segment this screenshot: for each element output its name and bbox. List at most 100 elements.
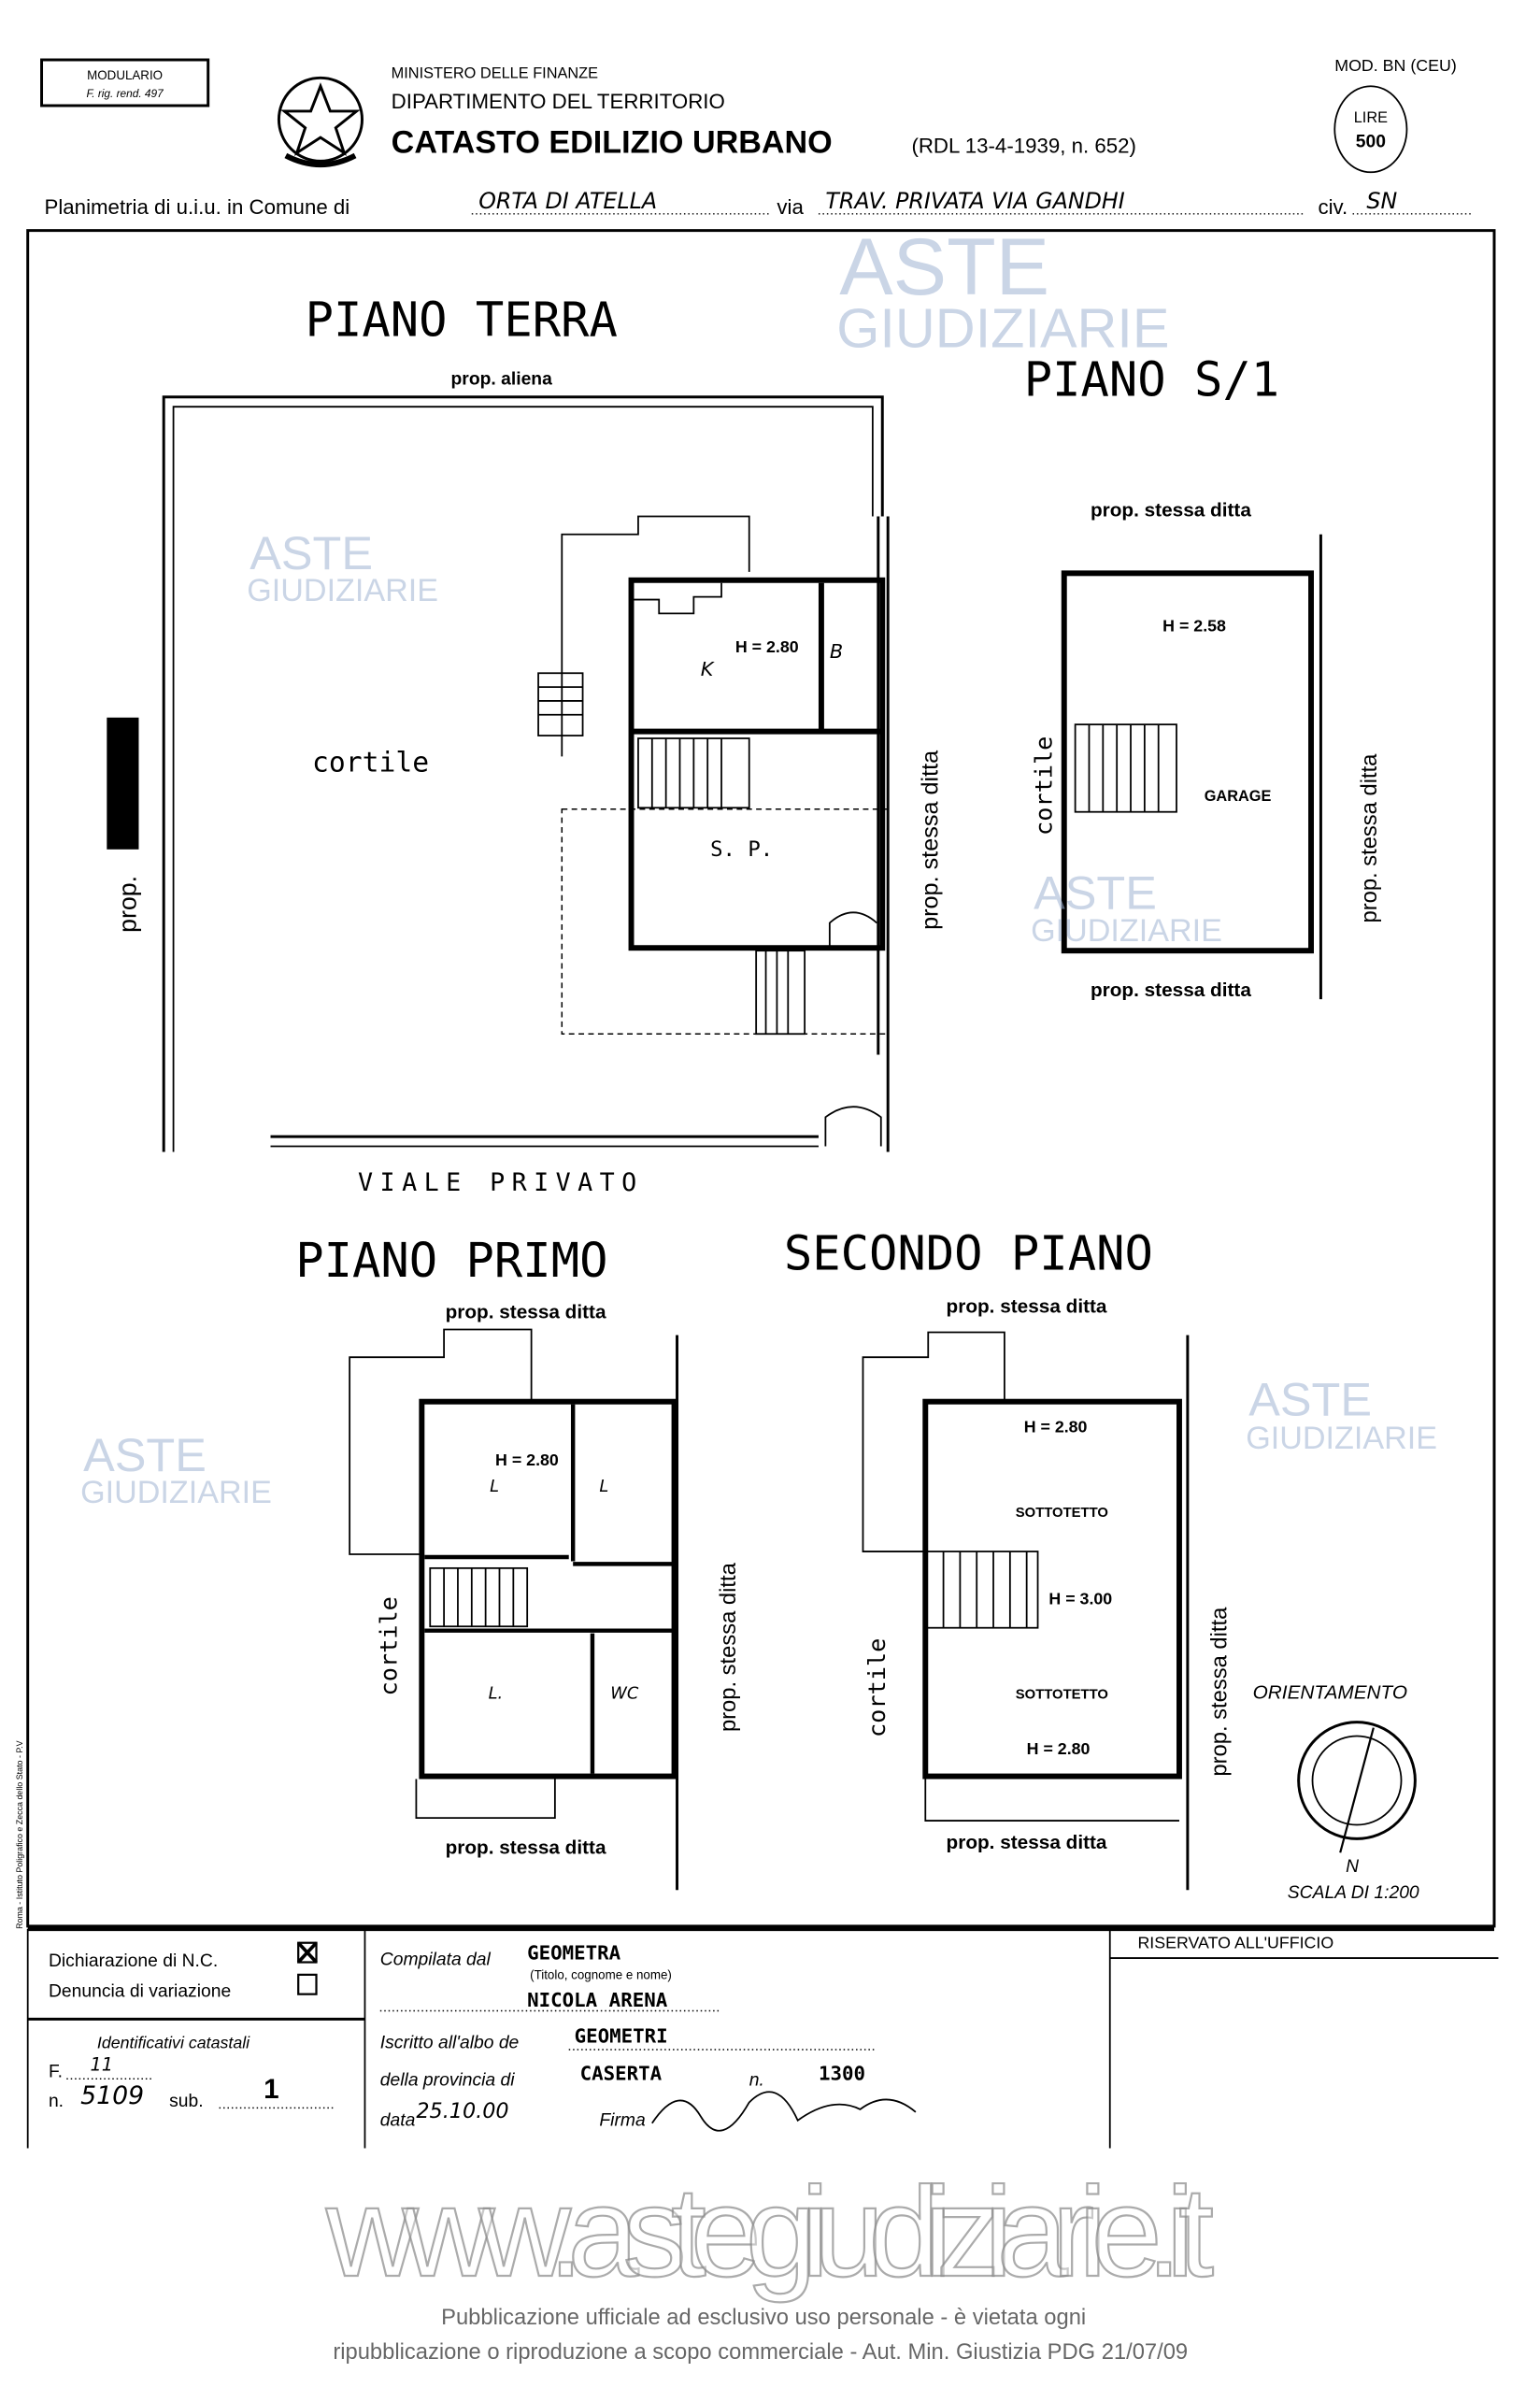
primo-left-label: cortile [376, 1596, 403, 1695]
s1-left-label: cortile [1030, 736, 1057, 836]
stair-icon [1074, 723, 1177, 813]
secondo-room-sottotetto-1: SOTTOTETTO [1016, 1506, 1108, 1521]
room-k: K [701, 658, 715, 680]
secondo-height-3: H = 2.80 [1027, 1739, 1091, 1758]
numero-value: 1300 [819, 2063, 865, 2085]
room-b: B [830, 640, 843, 663]
notice-line-1: Pubblicazione ufficiale ad esclusivo uso… [441, 2305, 1086, 2330]
watermark-giudiziarie-2: GIUDIZIARIE [247, 573, 438, 608]
watermark-aste-4: ASTE [1248, 1373, 1372, 1426]
signature [651, 2091, 917, 2132]
numero-label: n. [749, 2071, 764, 2091]
nome-value: NICOLA ARENA [527, 1989, 668, 2011]
label-cortile: cortile [312, 747, 429, 779]
secondo-room-sottotetto-2: SOTTOTETTO [1016, 1687, 1108, 1702]
watermark-aste-3: ASTE [1034, 866, 1157, 920]
n-value: 5109 [80, 2081, 144, 2110]
iscritto-label: Iscritto all'albo de [380, 2034, 520, 2053]
watermark-site: www.astegiudiziarie.it Pubblicazione uff… [324, 2159, 1215, 2365]
primo-room-l2: L [599, 1477, 608, 1496]
dichiarazione-checkbox[interactable] [296, 1941, 318, 1964]
watermark-giudiziarie-5: GIUDIZIARIE [80, 1475, 272, 1510]
fee-label: LIRE [1354, 109, 1388, 126]
civ-label: civ. [1318, 195, 1348, 219]
primo-room-l1: L [490, 1477, 499, 1496]
drawing-frame [26, 229, 1496, 1928]
primo-bottom-label: prop. stessa ditta [446, 1837, 606, 1859]
modulario-box [40, 58, 210, 107]
via-label: via [777, 195, 804, 219]
side-print: Roma - Istituto Poligrafico e Zecca dell… [15, 1740, 24, 1929]
dichiarazione-label: Dichiarazione di N.C. [49, 1951, 218, 1971]
watermark-giudiziarie-1: GIUDIZIARIE [836, 296, 1169, 359]
ministry: MINISTERO DELLE FINANZE [392, 64, 598, 81]
watermark-aste: ASTE GIUDIZIARIE ASTE GIUDIZIARIE ASTE G… [80, 222, 1437, 1510]
f-label: F. [49, 2063, 63, 2082]
room-sp: S. P. [710, 837, 773, 862]
secondo-right-label: prop. stessa ditta [1206, 1607, 1232, 1777]
plan-secondo-piano: SECONDO PIANO prop. stessa ditta H = 2.8… [784, 1226, 1232, 1891]
via-value: TRAV. PRIVATA VIA GANDHI [825, 188, 1124, 214]
f-value: 11 [91, 2053, 114, 2075]
stair-icon [429, 1566, 529, 1628]
label-prop-stessa-ditta-right: prop. stessa ditta [918, 750, 944, 930]
modulario-ref: F. rig. rend. 497 [87, 87, 164, 100]
model-code: MOD. BN (CEU) [1334, 56, 1457, 75]
denuncia-checkbox[interactable] [297, 1973, 318, 1995]
planimetria-prefix: Planimetria di u.i.u. in Comune di [45, 195, 350, 219]
secondo-top-label: prop. stessa ditta [947, 1296, 1107, 1318]
piano-primo-title: PIANO PRIMO [295, 1233, 607, 1288]
primo-right-label: prop. stessa ditta [716, 1562, 741, 1732]
stair-icon [925, 1551, 1039, 1629]
department: DIPARTIMENTO DEL TERRITORIO [392, 90, 725, 113]
orientamento-label: ORIENTAMENTO [1253, 1681, 1407, 1703]
watermark-aste-1: ASTE [839, 222, 1049, 312]
law-ref: (RDL 13-4-1939, n. 652) [911, 134, 1136, 157]
riservato-label: RISERVATO ALL'UFFICIO [1137, 1934, 1333, 1952]
iscritto-value: GEOMETRI [575, 2025, 668, 2048]
provincia-value: CASERTA [580, 2063, 663, 2085]
denuncia-label: Denuncia di variazione [49, 1982, 231, 2002]
secondo-piano-title: SECONDO PIANO [784, 1226, 1153, 1281]
plan-piano-s1: PIANO S/1 prop. stessa ditta H = 2.58 GA… [1024, 351, 1382, 1001]
provincia-label: della provincia di [380, 2071, 515, 2091]
s1-height: H = 2.58 [1162, 617, 1226, 636]
footer-form: Dichiarazione di N.C. Denuncia di variaz… [26, 1926, 1499, 2149]
plan-piano-terra: PIANO TERRA prop. aliena prop. cortile K [107, 292, 944, 1197]
compass-icon [1297, 1721, 1417, 1853]
scale-label: SCALA DI 1:200 [1288, 1883, 1419, 1903]
watermark-giudiziarie-3: GIUDIZIARIE [1031, 913, 1222, 949]
emblem-icon [277, 76, 364, 167]
title: CATASTO EDILIZIO URBANO [392, 124, 833, 160]
label-prop-left: prop. [113, 876, 141, 933]
primo-top-label: prop. stessa ditta [446, 1302, 606, 1323]
data-value: 25.10.00 [416, 2099, 508, 2123]
civ-value: SN [1366, 188, 1397, 214]
modulario-label: MODULARIO [87, 68, 163, 82]
plan-piano-primo: PIANO PRIMO prop. stessa ditta H = 2.80 … [295, 1233, 741, 1891]
sub-value: 1 [264, 2074, 279, 2105]
comune-value: ORTA DI ATELLA [478, 188, 657, 214]
s1-room-garage: GARAGE [1205, 788, 1272, 805]
watermark-giudiziarie-4: GIUDIZIARIE [1246, 1421, 1437, 1456]
orientation: ORIENTAMENTO N SCALA DI 1:200 [1253, 1681, 1419, 1903]
fee-stamp [1333, 85, 1408, 174]
piano-terra-title: PIANO TERRA [306, 292, 618, 347]
s1-bottom-label: prop. stessa ditta [1091, 979, 1251, 1001]
s1-top-label: prop. stessa ditta [1091, 499, 1251, 521]
compilata-label: Compilata dal [380, 1950, 492, 1969]
n-label: n. [49, 2092, 64, 2111]
north-label: N [1346, 1857, 1359, 1877]
header: MODULARIO F. rig. rend. 497 MINISTERO DE… [40, 56, 1474, 219]
watermark-aste-2: ASTE [250, 526, 373, 579]
secondo-bottom-label: prop. stessa ditta [947, 1832, 1107, 1853]
identificativi-label: Identificativi catastali [97, 2034, 250, 2052]
secondo-height-2: H = 3.00 [1048, 1589, 1112, 1608]
secondo-left-label: cortile [863, 1638, 891, 1737]
watermark-aste-5: ASTE [83, 1428, 207, 1481]
sub-label: sub. [169, 2092, 203, 2111]
data-label: data [380, 2111, 416, 2131]
notice-line-2: ripubblicazione o riproduzione a scopo c… [333, 2339, 1188, 2365]
primo-room-wc: WC [610, 1683, 639, 1703]
